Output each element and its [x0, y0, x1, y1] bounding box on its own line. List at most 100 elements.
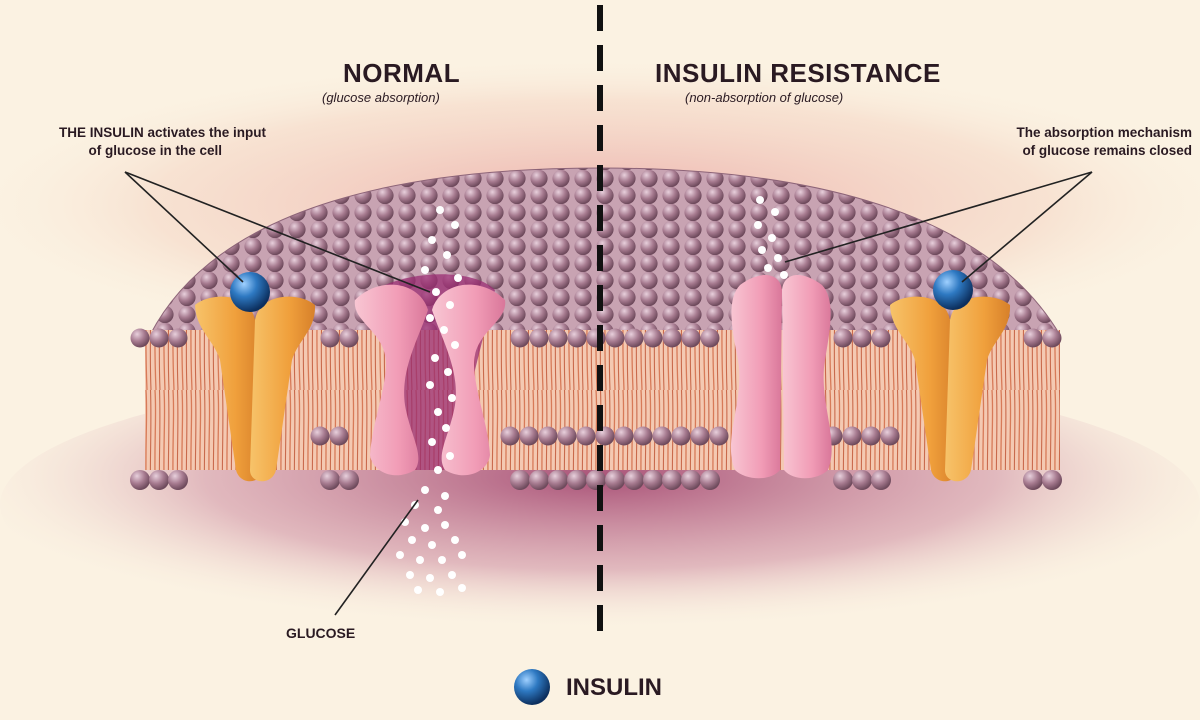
glucose-molecule [414, 586, 422, 594]
phospholipid-head [168, 328, 188, 348]
glucose-molecule [436, 588, 444, 596]
glucose-molecule [421, 524, 429, 532]
glucose-molecule [458, 584, 466, 592]
phospholipid-head [852, 470, 872, 490]
phospholipid-head [605, 470, 625, 490]
glucose-molecule [434, 466, 442, 474]
phospholipid-head [671, 426, 691, 446]
glucose-molecule [458, 551, 466, 559]
glucose-molecule [451, 536, 459, 544]
phospholipid-head [605, 328, 625, 348]
phospholipid-head [149, 328, 169, 348]
phospholipid-head [1042, 328, 1062, 348]
phospholipid-head [548, 328, 568, 348]
phospholipid-head [529, 328, 549, 348]
phospholipid-head [624, 328, 644, 348]
glucose-molecule [774, 254, 782, 262]
phospholipid-head [567, 470, 587, 490]
phospholipid-head [1042, 470, 1062, 490]
phospholipid-head [557, 426, 577, 446]
glucose-molecule [438, 556, 446, 564]
phospholipid-head [880, 426, 900, 446]
glucose-channel-closed [730, 274, 832, 479]
glucose-molecule [444, 368, 452, 376]
glucose-particles [396, 206, 466, 596]
glucose-molecule [408, 536, 416, 544]
glucose-molecule [754, 221, 762, 229]
phospholipid-head [519, 426, 539, 446]
glucose-molecule [451, 221, 459, 229]
glucose-molecule [446, 452, 454, 460]
normal-annotation: THE INSULIN activates the input of gluco… [4, 124, 266, 160]
phospholipid-head [833, 470, 853, 490]
glucose-label: GLUCOSE [286, 625, 356, 641]
phospholipid-head [130, 328, 150, 348]
phospholipid-head [500, 426, 520, 446]
phospholipid-head [700, 328, 720, 348]
insulin-molecule-resistance [933, 270, 973, 310]
glucose-molecule [431, 354, 439, 362]
glucose-molecule [436, 206, 444, 214]
glucose-molecule [758, 246, 766, 254]
glucose-molecule [756, 196, 764, 204]
phospholipid-head [529, 470, 549, 490]
insulin-molecule-normal [230, 272, 270, 312]
phospholipid-head [595, 426, 615, 446]
glucose-molecule [441, 492, 449, 500]
glucose-molecule [448, 394, 456, 402]
phospholipid-head [681, 328, 701, 348]
phospholipid-head [320, 328, 340, 348]
phospholipid-head [871, 470, 891, 490]
glucose-molecule [416, 556, 424, 564]
phospholipid-head [709, 426, 729, 446]
glucose-molecule [446, 301, 454, 309]
phospholipid-head [652, 426, 672, 446]
glucose-molecule [780, 271, 788, 279]
normal-annotation-line1: THE INSULIN activates the input [58, 125, 266, 140]
phospholipid-head [510, 470, 530, 490]
glucose-molecule [428, 236, 436, 244]
phospholipid-head [633, 426, 653, 446]
phospholipid-head [320, 470, 340, 490]
phospholipid-heads [130, 328, 1062, 490]
phospholipid-head [643, 328, 663, 348]
phospholipid-head [643, 470, 663, 490]
insulin-receptor-resistance [890, 270, 1011, 482]
glucose-channel-open [354, 274, 506, 476]
phospholipid-head [130, 470, 150, 490]
glucose-molecule [771, 208, 779, 216]
glucose-molecule [406, 571, 414, 579]
resistance-annotation-line2: of glucose remains closed [1022, 143, 1192, 158]
glucose-molecule [764, 264, 772, 272]
glucose-molecule [441, 521, 449, 529]
glucose-molecule [434, 408, 442, 416]
glucose-molecule [442, 424, 450, 432]
annotation-pointers [124, 171, 1093, 616]
phospholipid-head [871, 328, 891, 348]
phospholipid-head [576, 426, 596, 446]
phospholipid-head [510, 328, 530, 348]
phospholipid-head [842, 426, 862, 446]
insulin-molecule-icon [514, 669, 550, 705]
phospholipid-head [861, 426, 881, 446]
glucose-molecule [443, 251, 451, 259]
glucose-molecule [768, 234, 776, 242]
glucose-molecule [448, 571, 456, 579]
phospholipid-head [681, 470, 701, 490]
phospholipid-head [538, 426, 558, 446]
glucose-molecule [426, 574, 434, 582]
phospholipid-head [690, 426, 710, 446]
phospholipid-head [339, 328, 359, 348]
phospholipid-head [614, 426, 634, 446]
phospholipid-head [329, 426, 349, 446]
phospholipid-head [339, 470, 359, 490]
glucose-molecule [451, 341, 459, 349]
glucose-molecule [396, 551, 404, 559]
glucose-molecule [421, 486, 429, 494]
glucose-molecule [432, 288, 440, 296]
normal-annotation-line2: of glucose in the cell [88, 143, 222, 158]
phospholipid-head [149, 470, 169, 490]
resistance-subtitle: (non-absorption of glucose) [685, 90, 844, 105]
glucose-molecule [421, 266, 429, 274]
